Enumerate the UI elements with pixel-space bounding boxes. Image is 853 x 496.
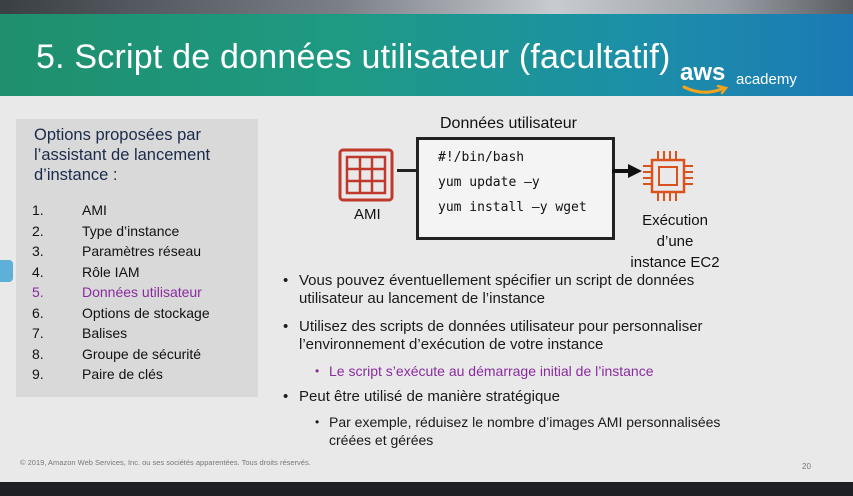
ec2-chip-icon — [643, 151, 693, 201]
bullet-dot-icon: • — [283, 318, 289, 335]
copyright-footer: © 2019, Amazon Web Services, Inc. ou ses… — [20, 458, 311, 467]
bullet-dot-icon: • — [315, 415, 320, 429]
options-panel: Options proposées par l’assistant de lan… — [16, 119, 258, 397]
ec2-label-line: instance EC2 — [630, 254, 720, 271]
option-label: AMI — [82, 202, 107, 218]
screen-glare — [0, 0, 853, 18]
option-label: Paire de clés — [82, 366, 163, 382]
option-label: Rôle IAM — [82, 263, 140, 280]
script-line: yum install –y wget — [438, 200, 587, 215]
option-number: 9. — [32, 366, 44, 382]
connector-line — [397, 169, 416, 172]
aws-logo-academy: academy — [736, 71, 797, 88]
ec2-label-line: Exécution — [642, 212, 708, 229]
user-data-title: Données utilisateur — [440, 115, 577, 132]
ec2-label: Exécution d’une instance EC2 — [618, 210, 732, 273]
slide-title: 5. Script de données utilisateur (facult… — [36, 38, 671, 76]
side-navigation-tab[interactable] — [0, 260, 13, 282]
bullet-line: Vous pouvez éventuellement spécifier un … — [299, 272, 695, 289]
option-number: 6. — [32, 304, 44, 321]
screen-bottom-bezel — [0, 482, 853, 496]
ami-grid-icon — [338, 148, 394, 202]
option-label: Type d’instance — [82, 222, 180, 239]
ami-label: AMI — [354, 206, 381, 223]
bullet-line: Le script s’exécute au démarrage initial… — [329, 363, 654, 379]
bullet-dot-icon: • — [283, 272, 289, 289]
option-number: 4. — [32, 263, 44, 280]
bullet-dot-icon: • — [283, 388, 289, 405]
option-label: Données utilisateur — [82, 284, 202, 300]
bullet-line: créées et gérées — [329, 432, 434, 448]
user-data-script-box: #!/bin/bash yum update –y yum install –y… — [416, 137, 615, 240]
option-label: Balises — [82, 325, 128, 341]
script-line: yum update –y — [438, 175, 540, 190]
bullet-line: Utilisez des scripts de données utilisat… — [299, 318, 703, 335]
option-number: 3. — [32, 243, 44, 259]
option-label: Groupe de sécurité — [82, 345, 202, 362]
aws-academy-logo: aws academy — [680, 59, 797, 95]
option-number: 8. — [32, 345, 44, 362]
right-arrow-icon — [612, 164, 642, 178]
option-label: Paramètres réseau — [82, 243, 202, 259]
option-number: 2. — [32, 222, 44, 239]
aws-logo-word: aws — [680, 59, 726, 86]
option-number: 1. — [32, 202, 44, 218]
page-number: 20 — [802, 462, 811, 471]
option-label: Options de stockage — [82, 304, 210, 321]
option-number: 5. — [32, 284, 44, 300]
ec2-label-line: d’une — [656, 233, 694, 250]
slide-header: 5. Script de données utilisateur (facult… — [0, 14, 853, 96]
aws-smile-logo-icon — [682, 85, 728, 95]
bullet-line: Peut être utilisé de manière stratégique — [299, 388, 560, 405]
script-line: #!/bin/bash — [438, 150, 525, 165]
options-panel-title: Options proposées par l’assistant de lan… — [34, 126, 211, 184]
bullet-line: utilisateur au lancement de l’instance — [299, 290, 545, 307]
bullet-dot-icon: • — [315, 364, 320, 378]
option-number: 7. — [32, 325, 44, 341]
bullet-line: Par exemple, réduisez le nombre d’images… — [329, 414, 721, 430]
bullet-line: l’environnement d’exécution de votre ins… — [299, 336, 604, 353]
